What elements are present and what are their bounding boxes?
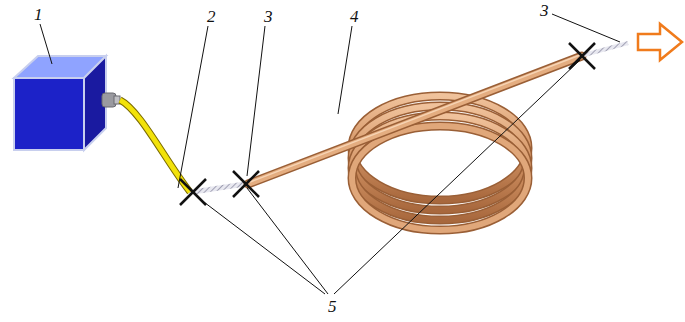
splice-mark — [180, 43, 595, 205]
callout-number: 3 — [264, 8, 273, 25]
callout-number: 4 — [350, 8, 359, 25]
callout-number: 3 — [540, 2, 549, 19]
leader-line — [40, 14, 620, 294]
copper-tube — [250, 55, 580, 182]
callout-number: 2 — [207, 8, 216, 25]
copper-tube — [248, 56, 582, 184]
light-source-cube — [14, 56, 120, 150]
copper-tube — [248, 56, 582, 184]
callout-number: 5 — [328, 298, 337, 315]
copper-coil — [352, 96, 528, 230]
callout-number: 1 — [34, 6, 43, 23]
output-arrow — [638, 24, 682, 60]
